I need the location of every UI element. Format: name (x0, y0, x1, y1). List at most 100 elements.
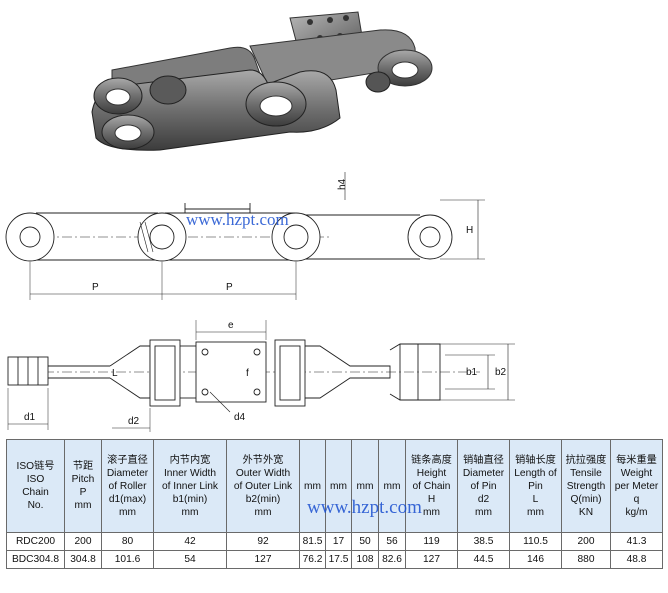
table-header-line: Strength (566, 480, 606, 492)
table-cell: 76.2 (299, 550, 326, 569)
table-header-line: per Meter (614, 480, 659, 492)
chain-photo (91, 11, 433, 151)
dim-label-b2: b2 (495, 367, 507, 378)
top-view-drawing (7, 320, 515, 432)
chain-technical-drawing: h4 H P P e L f b1 b2 d1 d2 d4 www.hzpt.c… (5, 11, 515, 432)
table-header-line: P (79, 487, 87, 498)
table-cell: 92 (226, 532, 300, 551)
dim-label-f: f (246, 368, 249, 379)
table-header-line: kg/m (625, 506, 648, 518)
table-header-line: Chain (22, 487, 49, 498)
table-cell: 200 (64, 532, 102, 551)
table-cell: 127 (405, 550, 458, 569)
table-header-line: mm (74, 500, 92, 511)
dim-label-P-second: P (226, 282, 233, 293)
table-header-line: KN (578, 506, 594, 518)
table-cell: 41.3 (610, 532, 663, 551)
table-header-line: Diameter (462, 467, 505, 479)
table-cell: 200 (561, 532, 611, 551)
watermark-table: www.hzpt.com (307, 497, 422, 518)
table-header-line: L (532, 493, 539, 505)
table-cell: 81.5 (299, 532, 326, 551)
table-header-line: Pitch (71, 474, 95, 485)
table-header-line: Q(min) (570, 493, 602, 505)
table-cell: 54 (153, 550, 227, 569)
dim-label-e: e (228, 320, 234, 331)
table-header-line: 内节内宽 (169, 454, 211, 466)
dim-label-b1: b1 (466, 367, 478, 378)
table-cell: 42 (153, 532, 227, 551)
table-header-line: 销轴直径 (463, 454, 504, 466)
table-header-line: Tensile (570, 467, 602, 479)
table-header-line: mm (254, 506, 272, 518)
table-cell: 17.5 (325, 550, 352, 569)
table-header-line: of Inner Link (161, 480, 219, 492)
table-header-line: No. (27, 500, 44, 511)
dim-label-d1: d1 (24, 412, 36, 423)
dim-label-H: H (466, 225, 473, 236)
table-cell: 38.5 (457, 532, 510, 551)
watermark-drawing: www.hzpt.com (186, 210, 289, 229)
table-header-line: Pin (528, 480, 543, 492)
table-header-line: mm (356, 480, 374, 492)
table-header-line: b2(min) (245, 493, 281, 505)
table-header-line: 节距 (72, 461, 94, 472)
table-cell: 119 (405, 532, 458, 551)
dim-label-h4: h4 (337, 178, 348, 190)
table-header-line: of Pin (470, 480, 497, 492)
table-header-line: d1(max) (108, 493, 147, 505)
table-cell: 146 (509, 550, 562, 569)
table-cell: 80 (101, 532, 154, 551)
table-header-line: 链条高度 (411, 454, 452, 466)
table-cell: 82.6 (378, 550, 406, 569)
table-cell: 56 (378, 532, 406, 551)
table-header-line: d2 (477, 493, 490, 505)
table-header-line: Weight (620, 467, 653, 479)
table-header-line: Diameter (106, 467, 149, 479)
table-header-line: 外节外宽 (242, 454, 284, 466)
dim-label-P-first: P (92, 282, 99, 293)
table-header-line: Height (416, 467, 447, 479)
dim-label-d2: d2 (128, 416, 140, 427)
table-header-line: mm (330, 480, 347, 492)
dim-label-L: L (112, 368, 118, 379)
table-header-line: mm (527, 506, 544, 518)
table-header-line: 滚子直径 (107, 454, 148, 466)
table-cell: 101.6 (101, 550, 154, 569)
table-header-line: ISO链号 (16, 461, 55, 472)
table-header-line: Inner Width (163, 467, 217, 479)
table-cell: 127 (226, 550, 300, 569)
table-cell: 50 (351, 532, 379, 551)
table-header-line: 销轴长度 (515, 454, 556, 466)
table-cell: 880 (561, 550, 611, 569)
table-header-line: mm (181, 506, 199, 518)
table-header-line: mm (304, 480, 321, 492)
dim-label-d4: d4 (234, 412, 246, 423)
table-header-line: Length of (514, 467, 557, 479)
table-cell: 44.5 (457, 550, 510, 569)
table-header-line: b1(min) (172, 493, 208, 505)
table-header-line: q (633, 493, 640, 505)
table-cell: 110.5 (509, 532, 562, 551)
table-header-line: ISO (26, 474, 45, 485)
table-header-line: mm (119, 506, 136, 518)
table-header-cell: mm (325, 439, 352, 533)
table-header-line: 每米重量 (616, 454, 657, 466)
table-cell: 48.8 (610, 550, 663, 569)
table-cell: RDC200 (6, 532, 65, 551)
table-cell: 108 (351, 550, 379, 569)
table-header-line: of Roller (108, 480, 147, 492)
table-header-line: mm (475, 506, 492, 518)
table-header-line: of Chain (412, 480, 451, 492)
table-header-line: of Outer Link (233, 480, 293, 492)
